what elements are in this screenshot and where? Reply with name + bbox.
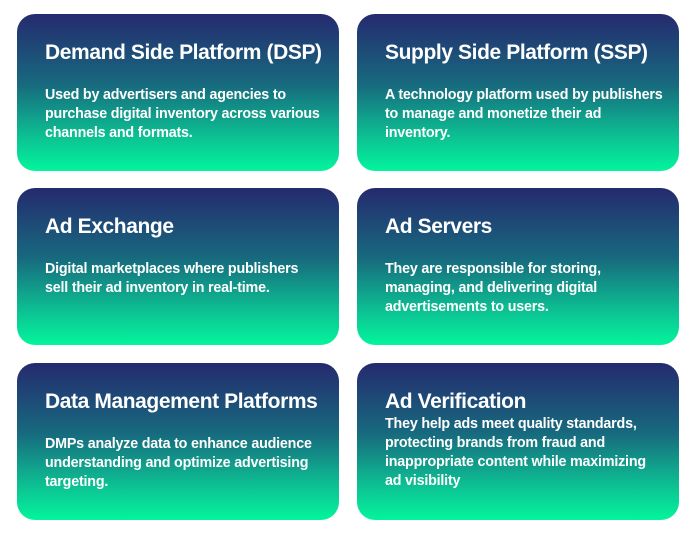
card-dmp: Data Management Platforms DMPs analyze d… <box>17 363 339 520</box>
card-title: Supply Side Platform (SSP) <box>385 41 648 64</box>
card-title: Ad Exchange <box>45 215 174 238</box>
card-title: Ad Verification <box>385 390 527 413</box>
card-title: Ad Servers <box>385 215 492 238</box>
card-title: Data Management Platforms <box>45 390 318 413</box>
card-description: DMPs analyze data to enhance audience un… <box>45 436 312 490</box>
card-title: Demand Side Platform (DSP) <box>45 41 322 64</box>
card-description: A technology platform used by publishers… <box>385 87 663 141</box>
card-ad-verification: Ad Verification They help ads meet quali… <box>357 363 679 520</box>
card-description: They help ads meet quality standards, pr… <box>385 416 646 489</box>
card-ssp: Supply Side Platform (SSP) A technology … <box>357 14 679 171</box>
card-ad-exchange: Ad Exchange Digital marketplaces where p… <box>17 188 339 345</box>
card-description: They are responsible for storing, managi… <box>385 261 601 315</box>
card-dsp: Demand Side Platform (DSP) Used by adver… <box>17 14 339 171</box>
card-ad-servers: Ad Servers They are responsible for stor… <box>357 188 679 345</box>
card-description: Digital marketplaces where publishers se… <box>45 261 299 296</box>
card-description: Used by advertisers and agencies to purc… <box>45 87 320 141</box>
